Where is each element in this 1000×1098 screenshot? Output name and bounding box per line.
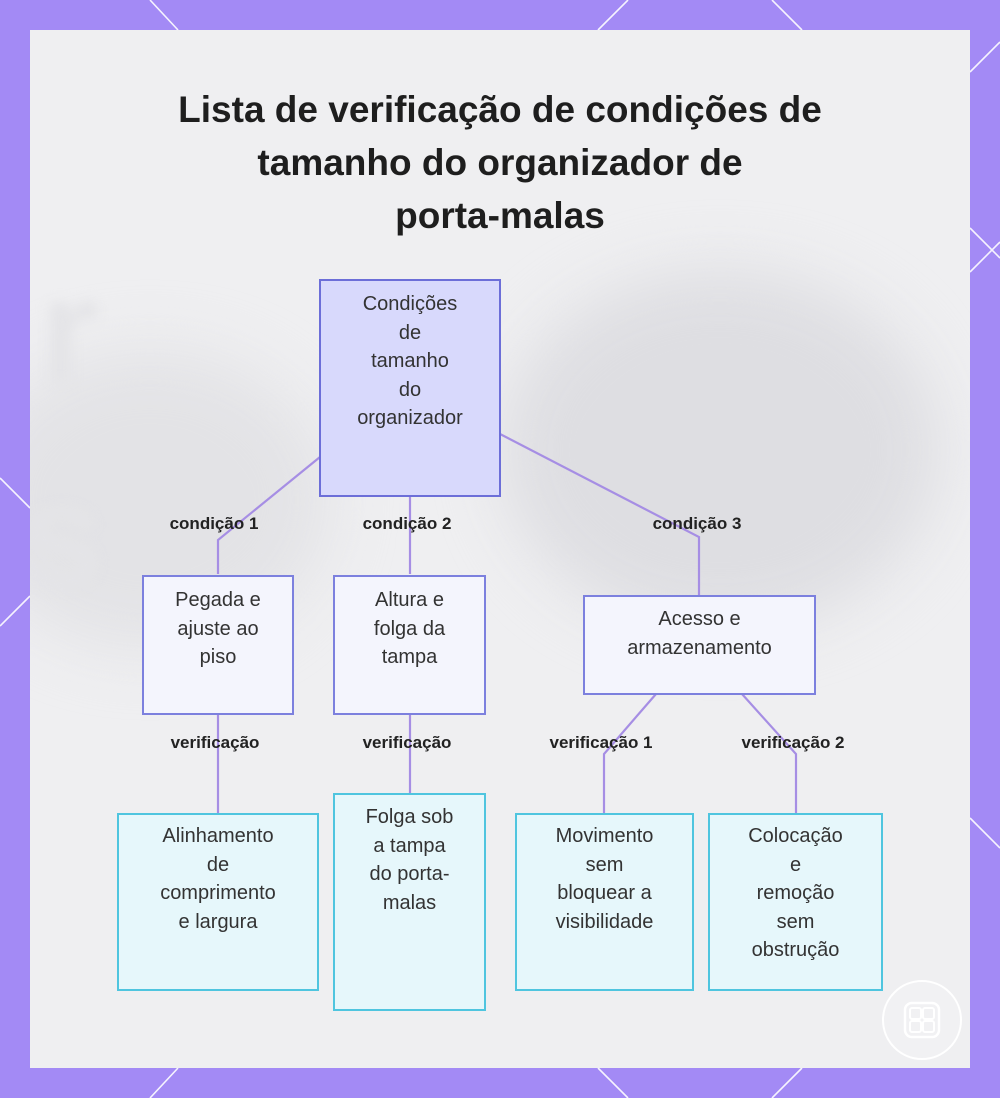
check-node-4: Colocação e remoção sem obstrução (708, 813, 883, 991)
node-text: ajuste ao (177, 617, 259, 640)
grid-logo-glyph (903, 1001, 941, 1039)
check-node-1: Alinhamento de comprimento e largura (117, 813, 319, 991)
edge-label-check: verificação (170, 733, 260, 752)
node-text: de (206, 853, 230, 876)
node-text: e largura (178, 910, 258, 933)
edge-label-check-2: verificação 2 (741, 733, 845, 752)
title-line: Lista de verificação de condições de (178, 89, 822, 130)
connector-condition-3-check-2 (741, 693, 798, 813)
node-text: bloquear a (557, 882, 652, 904)
node-text: do porta- (369, 863, 450, 885)
page-title: Lista de verificação de condições de tam… (0, 83, 1000, 242)
node-text: Pegada e (175, 589, 261, 611)
edge-label-condition-2: condição 2 (362, 514, 452, 533)
node-text: armazenamento (627, 636, 772, 659)
node-text: de (398, 321, 422, 344)
background-haze (500, 270, 940, 630)
node-text: obstrução (751, 939, 840, 961)
check-node-3: Movimento sem bloquear a visibilidade (515, 813, 694, 991)
condition-node-2: Altura e folga da tampa (333, 575, 486, 715)
condition-node-1: Pegada e ajuste ao piso (142, 575, 294, 715)
node-text: folga da (373, 617, 446, 640)
connector-root-condition-1 (216, 456, 321, 574)
node-text: tampa (381, 646, 438, 668)
node-text: tamanho (371, 350, 449, 372)
background-ghost-text: s (30, 451, 104, 619)
node-text: Movimento (555, 825, 654, 847)
condition-node-3: Acesso e armazenamento (583, 595, 816, 695)
node-text: visibilidade (555, 910, 654, 933)
node-text: Folga sob (365, 806, 454, 828)
title-line: tamanho do organizador de (257, 142, 743, 183)
background-ghost-text: r (40, 246, 99, 414)
edge-label-condition-3: condição 3 (652, 514, 742, 533)
edge-label-condition-1: condição 1 (169, 514, 259, 533)
node-text: do (398, 378, 422, 401)
node-text: Altura e (375, 589, 444, 611)
grid-logo-icon (882, 980, 962, 1060)
node-text: sem (585, 853, 624, 876)
node-text: Alinhamento (162, 825, 274, 847)
node-text: piso (199, 646, 237, 668)
node-text: e (789, 853, 802, 876)
connector-condition-3-check-1 (602, 693, 657, 813)
connector-root-condition-3 (499, 433, 701, 595)
node-text: Condições (362, 293, 458, 315)
node-text: organizador (357, 407, 463, 429)
edge-label-check: verificação (362, 733, 452, 752)
title-line: porta-malas (395, 195, 605, 236)
node-text: remoção (756, 882, 835, 904)
node-text: sem (776, 910, 815, 933)
edge-label-check-1: verificação 1 (549, 733, 653, 752)
node-text: comprimento (160, 882, 276, 904)
node-text: Colocação (748, 825, 843, 847)
check-node-2: Folga sob a tampa do porta- malas (333, 793, 486, 1011)
node-text: a tampa (373, 834, 446, 857)
node-text: Acesso e (658, 608, 741, 630)
node-text: malas (382, 891, 437, 914)
root-node: Condições de tamanho do organizador (319, 279, 501, 497)
